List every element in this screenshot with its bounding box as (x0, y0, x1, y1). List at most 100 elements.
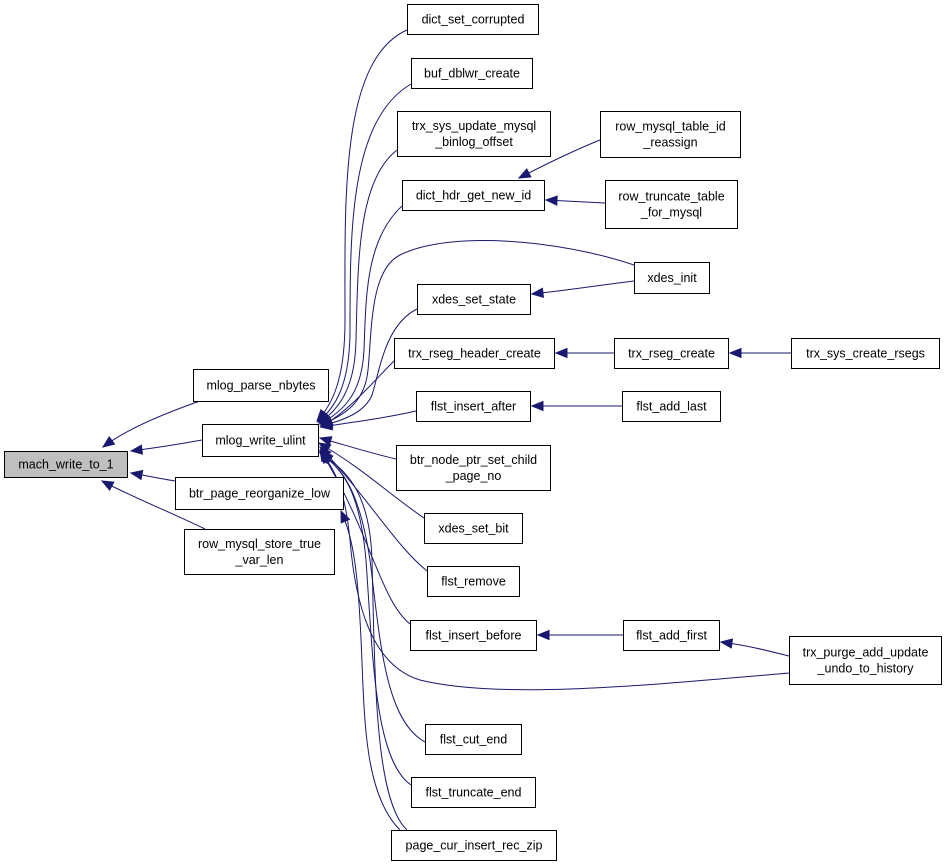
node-box (425, 724, 522, 755)
node-mlog-write-ulint[interactable]: mlog_write_ulint (202, 424, 319, 457)
node-label: _var_len (235, 553, 284, 567)
node-label: xdes_init (647, 271, 697, 285)
node-box (622, 391, 721, 422)
edge-line (340, 510, 401, 831)
edge-trx_purge_add_update_undo_to_history-to-mlog_write_ulint (319, 451, 790, 691)
node-box (410, 620, 537, 651)
node-mlog-parse-nbytes[interactable]: mlog_parse_nbytes (193, 369, 329, 402)
edge-arrowhead (100, 480, 115, 491)
edge-arrowhead (536, 629, 550, 641)
edge-line (319, 451, 790, 691)
node-buf-dblwr-create[interactable]: buf_dblwr_create (411, 58, 533, 89)
node-flst-cut-end[interactable]: flst_cut_end (425, 724, 522, 755)
node-page-cur-insert-rec-zip[interactable]: page_cur_insert_rec_zip (391, 830, 557, 861)
node-trx-sys-update-mysql-binlog-offset[interactable]: trx_sys_update_mysql_binlog_offset (397, 111, 551, 157)
node-box (4, 451, 128, 478)
edge-arrowhead (517, 168, 532, 179)
node-xdes-set-state[interactable]: xdes_set_state (417, 284, 531, 315)
node-box (417, 284, 531, 315)
node-box (416, 391, 531, 422)
node-label: trx_rseg_header_create (408, 347, 541, 361)
node-flst-insert-after[interactable]: flst_insert_after (416, 391, 531, 422)
node-trx-rseg-create[interactable]: trx_rseg_create (614, 338, 729, 369)
edge-line (319, 452, 412, 786)
node-box (791, 338, 940, 369)
edge-flst_insert_after-to-mlog_write_ulint (319, 410, 417, 431)
node-label: xdes_set_state (432, 293, 516, 307)
node-label: _page_no (445, 469, 502, 483)
node-dict-hdr-get-new-id[interactable]: dict_hdr_get_new_id (402, 180, 545, 211)
node-label: buf_dblwr_create (424, 67, 520, 81)
edge-arrowhead (319, 453, 334, 465)
node-label: _undo_to_history (817, 662, 915, 676)
node-label: mlog_write_ulint (215, 434, 306, 448)
node-label: page_cur_insert_rec_zip (406, 839, 543, 853)
edge-arrowhead (318, 436, 333, 447)
edges-layer (100, 29, 791, 831)
node-label: mlog_parse_nbytes (206, 379, 315, 393)
node-label: flst_add_first (636, 629, 707, 643)
node-xdes-init[interactable]: xdes_init (634, 262, 710, 294)
edge-arrowhead (101, 435, 116, 448)
node-box (184, 529, 335, 575)
node-btr-node-ptr-set-child-page-no[interactable]: btr_node_ptr_set_child _page_no (396, 445, 551, 491)
node-box (396, 445, 551, 491)
node-label: xdes_set_bit (438, 522, 509, 536)
node-label: dict_hdr_get_new_id (416, 189, 531, 203)
node-btr-page-reorganize-low[interactable]: btr_page_reorganize_low (175, 477, 344, 510)
edge-line (320, 410, 417, 428)
edge-trx_purge_add_update_undo_to_history-to-flst_add_first (719, 638, 790, 657)
edge-page_cur_insert_rec_zip-to-mlog_write_ulint (319, 453, 408, 831)
node-flst-add-first[interactable]: flst_add_first (623, 620, 720, 651)
node-flst-truncate-end[interactable]: flst_truncate_end (411, 777, 536, 808)
node-box (634, 262, 710, 294)
node-box (424, 513, 523, 544)
node-flst-remove[interactable]: flst_remove (427, 566, 520, 597)
node-mach-write-to-1[interactable]: mach_write_to_1 (4, 451, 128, 478)
node-label: btr_node_ptr_set_child (410, 453, 537, 467)
node-flst-add-last[interactable]: flst_add_last (622, 391, 721, 422)
edge-arrowhead (129, 469, 144, 481)
node-box (411, 58, 533, 89)
edge-line (319, 205, 403, 425)
edge-trx_rseg_create-to-trx_rseg_header_create (554, 347, 614, 359)
edge-xdes_init-to-xdes_set_state (530, 280, 635, 298)
node-row-truncate-table-for-mysql[interactable]: row_truncate_table_for_mysql (605, 180, 738, 229)
node-box (193, 369, 329, 402)
edge-line (320, 453, 408, 831)
node-row-mysql-store-true-var-len[interactable]: row_mysql_store_true _var_len (184, 529, 335, 575)
node-label: trx_rseg_create (628, 347, 715, 361)
edge-line (102, 400, 201, 448)
node-trx-purge-add-update-undo-to-history[interactable]: trx_purge_add_update _undo_to_history (789, 636, 942, 685)
node-label: row_mysql_table_id (615, 120, 726, 134)
edge-arrowhead (530, 287, 544, 298)
node-label: mach_write_to_1 (18, 458, 113, 472)
edge-line (318, 442, 425, 519)
node-label: _for_mysql (640, 206, 702, 220)
node-label: flst_insert_after (431, 400, 516, 414)
node-box (623, 620, 720, 651)
edge-arrowhead (340, 509, 351, 524)
node-row-mysql-table-id-reassign[interactable]: row_mysql_table_id_reassign (600, 111, 741, 158)
node-box (407, 4, 539, 35)
edge-flst_add_first-to-flst_insert_before (536, 629, 623, 641)
edge-dict_set_corrupted-to-mlog_write_ulint (316, 29, 408, 422)
node-xdes-set-bit[interactable]: xdes_set_bit (424, 513, 523, 544)
edge-arrowhead (530, 400, 544, 412)
node-label: flst_add_last (636, 400, 707, 414)
node-trx-sys-create-rsegs[interactable]: trx_sys_create_rsegs (791, 338, 940, 369)
node-dict-set-corrupted[interactable]: dict_set_corrupted (407, 4, 539, 35)
edge-mlog_parse_nbytes-to-mach_write_to_1 (101, 400, 201, 448)
node-box (411, 777, 536, 808)
node-flst-insert-before[interactable]: flst_insert_before (410, 620, 537, 651)
edge-line (531, 280, 635, 295)
node-trx-rseg-header-create[interactable]: trx_rseg_header_create (394, 338, 555, 369)
node-label: trx_purge_add_update (803, 646, 929, 660)
edge-arrowhead (719, 638, 734, 649)
edge-arrowhead (319, 420, 334, 431)
node-label: row_mysql_store_true (198, 537, 321, 551)
edge-row_mysql_store_true_var_len-to-mach_write_to_1 (100, 480, 206, 530)
node-label: _binlog_offset (434, 135, 513, 149)
node-label: dict_set_corrupted (422, 13, 525, 27)
